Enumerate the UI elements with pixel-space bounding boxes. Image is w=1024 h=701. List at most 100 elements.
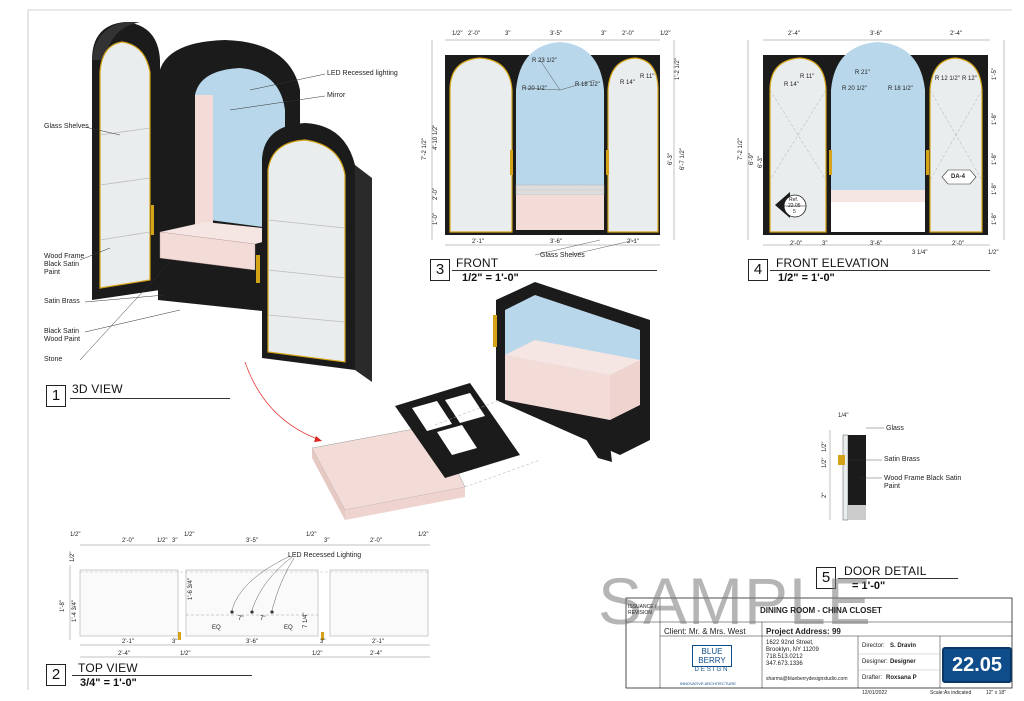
front-dim-bottom-1: 3'-6" [550, 239, 562, 245]
tb-drafter-label: Drafter: [862, 675, 883, 681]
top-dim-bottom-4: 2'-1" [372, 639, 384, 645]
tb-address-3: 347.673.1336 [766, 661, 803, 667]
view4-number: 4 [748, 259, 768, 281]
detail-label-wood-frame: Wood Frame Black Satin Paint [884, 475, 962, 490]
front-dim-right-0: 1'-2 1/2" [675, 58, 681, 80]
top-dim-top-1: 2'-0" [122, 538, 134, 544]
elev-radius-2: R 20 1/2" [842, 86, 867, 92]
front-dim-top-6: 1/2" [660, 31, 671, 37]
top-dim-bottom2-3: 2'-4" [370, 651, 382, 657]
top-dim-left-1: 1'-4 3/4" [72, 600, 78, 622]
top-dim-bottom-2: 3'-6" [246, 639, 258, 645]
detail-label-satin-brass: Satin Brass [884, 456, 920, 463]
top-dim-top-0: 1/2" [70, 532, 81, 538]
sample-watermark: SAMPLE [598, 564, 872, 638]
detail-label-glass: Glass [886, 425, 904, 432]
cabinet-3d-view [79, 22, 372, 442]
front-dim-top-1: 2'-0" [468, 31, 480, 37]
view2-number: 2 [46, 664, 66, 686]
top-dim-top-7: 3" [324, 538, 330, 544]
front-dim-left-2: 2'-0" [433, 188, 439, 200]
view3-number: 3 [430, 259, 450, 281]
tb-email: sharma@blueberrydesignstudio.com [766, 676, 848, 682]
view2-underline [72, 675, 252, 676]
label-satin-brass: Satin Brass [44, 298, 80, 305]
view5-title: DOOR DETAIL [844, 564, 927, 578]
top-view [69, 544, 430, 658]
logo-tagline: INNOVATIVE ARCHITECTURE [680, 681, 736, 686]
detail-dim-4: 2" [822, 492, 828, 498]
view3-title: FRONT [456, 256, 499, 270]
elev-dim-bottom-3: 3 1/4" [912, 250, 928, 256]
view2-title: TOP VIEW [78, 661, 138, 675]
top-dim-bottom-1: 3" [172, 639, 178, 645]
elev-dim-bottom-5: 1/2" [988, 250, 999, 256]
elev-dim-bottom-2: 3'-6" [870, 241, 882, 247]
view1-number: 1 [46, 385, 66, 407]
front-radius-5: R 11" [640, 74, 655, 80]
tb-date: 12/01/2022 [862, 690, 888, 696]
elev-tag-da4: DA-4 [951, 174, 966, 180]
front-dim-top-4: 3" [601, 31, 607, 37]
front-dim-left-1: 7'-2 1/2" [422, 138, 428, 160]
logo-line-a: BLUE [701, 647, 723, 656]
view2-scale: 3/4" = 1'-0" [80, 677, 137, 689]
view4-scale: 1/2" = 1'-0" [778, 272, 835, 284]
top-dim-top-6: 1/2" [306, 532, 317, 538]
blueberry-logo: BLUE BERRY DESIGN [692, 645, 732, 675]
top-label-d714: 7 1/4" [303, 612, 309, 628]
view4-title: FRONT ELEVATION [776, 256, 890, 270]
tb-size: 12" x 18" [986, 690, 1006, 696]
top-dim-top-9: 1/2" [418, 532, 429, 538]
top-dim-bottom-0: 2'-1" [122, 639, 134, 645]
view1-underline [70, 398, 230, 399]
tb-address-1: Brooklyn, NY 11209 [766, 647, 819, 653]
tb-address-2: 718.513.0212 [766, 654, 803, 660]
front-dim-left-3: 1'-0" [433, 213, 439, 225]
front-radius-3: R 18 1/2" [575, 82, 600, 88]
elev-dim-top-0: 2'-4" [788, 31, 800, 37]
detail-dim-1: 1/4" [838, 413, 849, 419]
top-dim-top-2: 1/2" [157, 538, 168, 544]
front-label-glass-shelves: Glass Shelves [540, 252, 585, 259]
detail-dim-2: 1/2" [822, 441, 828, 452]
elev-dim-bottom-0: 2'-0" [790, 241, 802, 247]
elev-radius-4: R 14" [784, 82, 799, 88]
elev-radius-3: R 18 1/2" [888, 86, 913, 92]
elev-dim-top-1: 3'-6" [870, 31, 882, 37]
view5-underline [838, 578, 958, 579]
top-label-eq1: EQ [212, 625, 221, 631]
elev-ref-c: 5 [793, 209, 796, 215]
elev-dim-right-2: 1'-8" [992, 153, 998, 165]
label-led-recessed: LED Recessed lighting [327, 70, 398, 77]
front-dim-top-5: 2'-0" [622, 31, 634, 37]
elev-dim-bottom-4: 2'-0" [952, 241, 964, 247]
front-dim-right-2: 6'-7 1/2" [680, 148, 686, 170]
top-dim-left-3: 1/2" [70, 551, 76, 562]
label-mirror: Mirror [327, 92, 346, 99]
top-dim-bottom2-1: 1/2" [180, 651, 191, 657]
top-label-d7b: 7" [260, 616, 266, 622]
top-dim-bottom-3: 3" [320, 639, 326, 645]
view3-underline [452, 270, 657, 271]
elev-dim-right-1: 1'-8" [992, 113, 998, 125]
tb-issuance: ISSUANCE / REVISION [628, 604, 657, 616]
top-label-eq2: EQ [284, 625, 293, 631]
front-dim-bottom-2: 2'-1" [627, 239, 639, 245]
front-dim-left-0: 4'-10 1/2" [433, 124, 439, 150]
elev-radius-6: R 12 1/2" [935, 76, 960, 82]
tb-project-title: DINING ROOM - CHINA CLOSET [760, 606, 882, 615]
elev-dim-right-3: 1'-8" [992, 183, 998, 195]
top-dim-bottom2-0: 2'-4" [118, 651, 130, 657]
tb-scale: As indicated [944, 690, 972, 696]
view3-scale: 1/2" = 1'-0" [462, 272, 519, 284]
front-dim-top-2: 3" [505, 31, 511, 37]
label-stone: Stone [44, 356, 63, 363]
detail-dim-3: 1/2" [822, 457, 828, 468]
door-detail-view [829, 427, 884, 521]
top-dim-top-3: 3" [172, 538, 178, 544]
tb-designer: Designer [890, 659, 916, 665]
view1-title: 3D VIEW [72, 382, 123, 396]
elev-dim-left-1: 6'-9" [749, 153, 755, 165]
tb-director-label: Director: [862, 643, 885, 649]
